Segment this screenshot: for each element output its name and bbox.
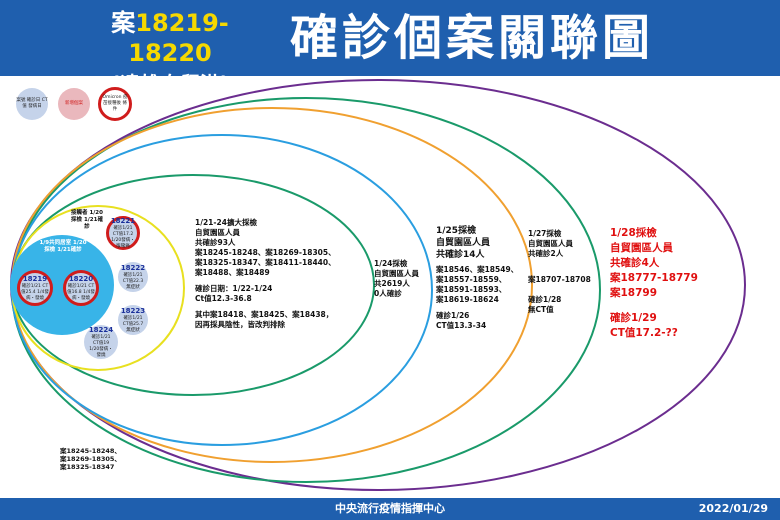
header: 案18219-18220 (遠雄自貿港) 確診個案關聯圖 [0,0,780,96]
footer: 中央流行疫情指揮中心 2022/01/29 [0,498,780,520]
text-line: 0人確診 [374,289,402,298]
subtitle: (遠雄自貿港) [110,72,230,96]
text-line: 確診日期：1/22-1/24 [195,284,273,293]
text-line: 確診1/26 [436,311,470,320]
text-line: 共確診14人 [436,250,485,260]
text-line: 案18707-18708 [528,275,591,284]
cluster-title: 1/9共同居室 1/20採檢 1/21確診 [39,240,87,253]
case-range: 18219-18220 [128,9,229,67]
text-line: 共2619人 [374,279,410,288]
case-info: 確診1/21 CT值17.2 1/20發病・喉嚨痛 [111,225,135,249]
text-line: 案18591-18593、 [436,285,507,294]
text-line: CT值13.3-34 [436,321,487,330]
text-line: 自貿園區人員 [374,269,419,278]
text-line: 案18325-18347 [60,463,115,471]
ring-128-text: 1/28採檢 自貿園區人員 共確診4人 案18777-18779 案18799 … [610,226,698,341]
text-line: 案18269-18305、 [60,455,121,463]
text-line: CT值17.2-?? [610,327,678,339]
case-info: 確診1/21 CT值19 1/20發病・發燒 [89,334,113,358]
text-line: 案18799 [610,287,658,299]
text-line: 因再採具陰性，皆改判排除 [195,320,285,329]
legend-case-info: 案號 確診日 CT值 發病日 [16,88,48,120]
text-line: 案18546、案18549、 [436,265,519,274]
text-line: 自貿園區人員 [195,228,240,237]
text-line: 其中案18418、案18425、案18438， [195,310,334,319]
text-line: 1/24採檢 [374,259,408,268]
legend-label: 案號 確診日 CT值 發病日 [16,98,48,109]
footer-date: 2022/01/29 [698,502,768,515]
text-line: 確診1/29 [610,312,657,324]
case-info: 確診1/21 CT值25.7 無症狀 [122,315,144,333]
case-id: 18221 [110,216,136,225]
text-line: 自貿園區人員 [436,238,491,248]
text-line: 案18245-18248、案18269-18305、 [195,248,336,257]
case-id: 18220 [68,274,94,283]
case-info: 確診1/21 CT值25.4 1/4發病・發燒 [21,283,49,301]
footer-org: 中央流行疫情指揮中心 [335,502,445,515]
case-info: 確診1/21 CT值22.3 無症狀 [122,272,144,290]
text-line: 共確診4人 [610,257,660,269]
case-id: 18224 [88,325,114,334]
legend-new-case: 新增個案 [58,88,90,120]
text-line: 案18325-18347、案18411-18440、 [195,258,336,267]
text-line: 1/21-24擴大採檢 [195,218,257,227]
legend-label: Omicron 疫苗接種後 條件 [102,95,128,112]
ring-127-text: 1/27採檢 自貿園區人員 共確診2人 案18707-18708 確診1/28 … [528,229,591,315]
legend-label: 新增個案 [65,101,83,106]
case-info: 確診1/21 CT值16.8 1/4發病・發燒 [67,283,95,301]
ring-125-text: 1/25採檢 自貿園區人員 共確診14人 案18546、案18549、 案185… [436,225,518,331]
text-line: 確診1/28 [528,295,562,304]
legend-omicron: Omicron 疫苗接種後 條件 [98,87,132,121]
case-id: 18219 [22,274,48,283]
text-line: 自貿園區人員 [610,242,673,254]
text-line: 案18245-18248、 [60,447,121,455]
text-line: 自貿園區人員 [528,239,573,248]
text-line: 案18488、案18489 [195,268,270,277]
text-line: 1/27採檢 [528,229,562,238]
ring-124-text: 1/24採檢 自貿園區人員 共2619人 0人確診 [374,259,419,299]
text-line: 共確診2人 [528,249,564,258]
case-label: 案18219-18220 (遠雄自貿港) [70,8,270,99]
bottom-note: 案18245-18248、 案18269-18305、 案18325-18347 [60,447,121,471]
text-line: 1/25採檢 [436,226,477,236]
contacts-label: 接觸者 1/20採檢 1/21確診 [71,210,103,230]
cluster-circle [10,235,114,335]
case-id: 18222 [120,263,146,272]
text-line: 無CT值 [528,305,554,314]
text-line: 1/28採檢 [610,227,657,239]
text-line: Ct值12.3-36.8 [195,294,252,303]
text-line: 共確診93人 [195,238,236,247]
ring-121-24-text: 1/21-24擴大採檢 自貿園區人員 共確診93人 案18245-18248、案… [195,218,336,330]
case-prefix: 案 [111,9,136,37]
text-line: 案18777-18779 [610,272,698,284]
case-id: 18223 [120,306,146,315]
page-title: 確診個案關聯圖 [290,10,655,66]
text-line: 案18557-18559、 [436,275,507,284]
text-line: 案18619-18624 [436,295,499,304]
